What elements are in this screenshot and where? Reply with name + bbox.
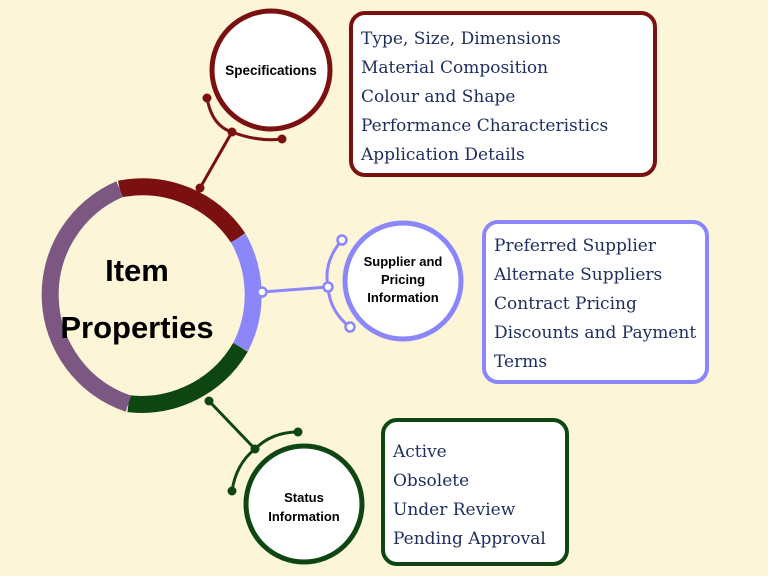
supplier-node-label-line3: Information [367, 290, 439, 305]
specifications-node-label: Specifications [225, 63, 317, 78]
supplier-node-label-line1: Supplier and [364, 254, 443, 269]
status-node-label-line2: Information [268, 509, 340, 524]
ring-segment-specifications [118, 178, 246, 243]
center-title-line2: Properties [60, 310, 213, 345]
supplier-item: Terms [494, 352, 548, 372]
specifications-connector-dots [195, 93, 287, 193]
status-node-label-line1: Status [284, 490, 324, 505]
supplier-connector [261, 239, 351, 329]
status-details-box: Active Obsolete Under Review Pending App… [381, 418, 569, 566]
supplier-item: Alternate Suppliers [494, 265, 663, 285]
ring-segment-status [127, 342, 248, 413]
supplier-connector-dots [256, 234, 356, 333]
specifications-item: Performance Characteristics [361, 116, 609, 136]
ring-segment-main [41, 181, 132, 412]
supplier-node-label-line2: Pricing [381, 272, 425, 287]
supplier-item: Contract Pricing [494, 294, 637, 314]
status-item: Pending Approval [393, 529, 546, 549]
status-node [243, 443, 365, 565]
center-title-line1: Item [105, 253, 169, 288]
specifications-item: Application Details [361, 145, 525, 165]
specifications-item: Material Composition [361, 58, 549, 78]
ring-segment-supplier [230, 233, 262, 352]
status-item: Active [393, 442, 447, 462]
status-item: Obsolete [393, 471, 470, 491]
supplier-node [342, 220, 464, 342]
center-ring [41, 178, 262, 413]
supplier-item: Preferred Supplier [494, 236, 656, 256]
specifications-node [209, 8, 333, 132]
status-item: Under Review [393, 500, 516, 520]
specifications-item: Type, Size, Dimensions [361, 29, 561, 49]
status-connector-dots [204, 396, 303, 496]
supplier-item: Discounts and Payment [494, 323, 697, 343]
supplier-details-box: Preferred Supplier Alternate Suppliers C… [482, 220, 709, 384]
specifications-details-box: Type, Size, Dimensions Material Composit… [349, 11, 657, 177]
specifications-item: Colour and Shape [361, 87, 516, 107]
